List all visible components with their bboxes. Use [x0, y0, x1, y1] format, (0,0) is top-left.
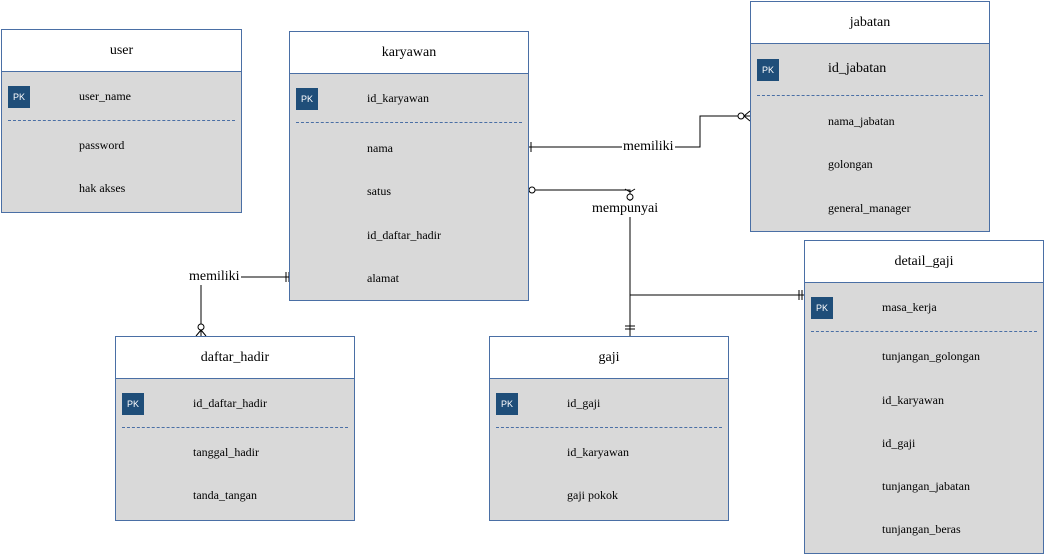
- field-password: password: [79, 138, 125, 152]
- field-row: satus: [290, 181, 528, 201]
- mark-crow-daftar-hadir-a: [195, 329, 202, 337]
- field-alamat: alamat: [367, 271, 399, 285]
- field-id-karyawan: id_karyawan: [567, 445, 629, 459]
- mark-crow-daftar-hadir-b: [200, 329, 207, 337]
- field-row: general_manager: [751, 198, 989, 218]
- field-row: nama: [290, 138, 528, 158]
- mark-zero-karyawan: [528, 186, 536, 194]
- field-tunjangan-golongan: tunjangan_golongan: [882, 349, 980, 363]
- field-tanggal-hadir: tanggal_hadir: [193, 445, 259, 459]
- mark-zero-branch: [626, 193, 634, 201]
- field-row: nama_jabatan: [751, 111, 989, 131]
- entity-title: karyawan: [290, 32, 528, 74]
- mark-crow-jabatan-a: [743, 110, 751, 117]
- field-row: password: [2, 135, 241, 155]
- field-row: alamat: [290, 268, 528, 288]
- pk-badge: PK: [496, 393, 518, 415]
- field-id-karyawan: id_karyawan: [882, 393, 944, 407]
- entity-karyawan[interactable]: karyawan PK id_karyawan nama satus id_da…: [289, 31, 529, 301]
- field-id-gaji: id_gaji: [882, 436, 916, 450]
- relation-label-karyawan-gaji: mempunyai: [591, 201, 660, 217]
- field-id-daftar-hadir: id_daftar_hadir: [193, 396, 267, 410]
- field-general-manager: general_manager: [828, 201, 911, 215]
- field-row: tanggal_hadir: [116, 442, 354, 462]
- field-id-jabatan: id_jabatan: [828, 61, 887, 76]
- field-row: tanda_tangan: [116, 485, 354, 505]
- field-row: gaji pokok: [490, 485, 728, 505]
- line-karyawan-jabatan: [522, 115, 750, 148]
- mark-crow-branch-b: [629, 188, 636, 193]
- pk-badge: PK: [8, 86, 30, 108]
- mark-zero-daftar-hadir: [197, 323, 205, 331]
- field-row: tunjangan_golongan: [805, 346, 1043, 366]
- field-row: id_gaji: [805, 433, 1043, 453]
- mark-zero-jabatan: [737, 112, 745, 120]
- field-user-name: user_name: [79, 89, 131, 103]
- field-row: id_karyawan: [805, 390, 1043, 410]
- field-row: tunjangan_beras: [805, 519, 1043, 539]
- pk-row: PK id_daftar_hadir: [116, 393, 354, 415]
- field-satus: satus: [367, 184, 391, 198]
- line-karyawan-gaji: [522, 189, 631, 336]
- field-nama-jabatan: nama_jabatan: [828, 114, 895, 128]
- field-row: id_karyawan: [490, 442, 728, 462]
- entity-title: detail_gaji: [805, 241, 1043, 283]
- field-row: id_daftar_hadir: [290, 225, 528, 245]
- field-tunjangan-jabatan: tunjangan_jabatan: [882, 479, 970, 493]
- entity-detail-gaji[interactable]: detail_gaji PK masa_kerja tunjangan_golo…: [804, 240, 1044, 554]
- pk-row: PK masa_kerja: [805, 297, 1043, 319]
- mark-crow-branch-a: [624, 188, 631, 193]
- relation-label-karyawan-jabatan: memiliki: [622, 139, 675, 155]
- field-golongan: golongan: [828, 157, 873, 171]
- field-separator: [8, 120, 235, 121]
- pk-badge: PK: [811, 297, 833, 319]
- field-masa-kerja: masa_kerja: [882, 300, 937, 314]
- pk-row: PK user_name: [2, 86, 241, 108]
- field-id-karyawan: id_karyawan: [367, 91, 429, 105]
- pk-badge: PK: [122, 393, 144, 415]
- field-separator: [122, 427, 348, 428]
- field-gaji-pokok: gaji pokok: [567, 488, 618, 502]
- entity-jabatan[interactable]: jabatan PK id_jabatan nama_jabatan golon…: [750, 1, 990, 232]
- entity-daftar-hadir[interactable]: daftar_hadir PK id_daftar_hadir tanggal_…: [115, 336, 355, 521]
- entity-title: user: [2, 30, 241, 72]
- field-tanda-tangan: tanda_tangan: [193, 488, 257, 502]
- field-id-gaji: id_gaji: [567, 396, 601, 410]
- relation-label-karyawan-daftar-hadir: memiliki: [188, 269, 241, 285]
- field-row: golongan: [751, 154, 989, 174]
- line-karyawan-daftar-hadir: [200, 276, 296, 336]
- pk-row: PK id_karyawan: [290, 88, 528, 110]
- entity-title: jabatan: [751, 2, 989, 44]
- field-id-daftar-hadir: id_daftar_hadir: [367, 228, 441, 242]
- field-hak-akses: hak akses: [79, 181, 126, 195]
- mark-crow-jabatan-b: [743, 115, 751, 122]
- field-tunjangan-beras: tunjangan_beras: [882, 522, 961, 536]
- entity-user[interactable]: user PK user_name password hak akses: [1, 29, 242, 213]
- pk-badge: PK: [296, 88, 318, 110]
- field-separator: [496, 427, 722, 428]
- field-row: hak akses: [2, 178, 241, 198]
- field-row: tunjangan_jabatan: [805, 476, 1043, 496]
- pk-row: PK id_jabatan: [751, 59, 989, 81]
- field-separator: [296, 122, 522, 123]
- pk-row: PK id_gaji: [490, 393, 728, 415]
- pk-badge: PK: [757, 59, 779, 81]
- field-nama: nama: [367, 141, 393, 155]
- entity-title: gaji: [490, 337, 728, 379]
- entity-title: daftar_hadir: [116, 337, 354, 379]
- field-separator: [757, 95, 983, 96]
- field-separator: [811, 331, 1037, 332]
- entity-gaji[interactable]: gaji PK id_gaji id_karyawan gaji pokok: [489, 336, 729, 521]
